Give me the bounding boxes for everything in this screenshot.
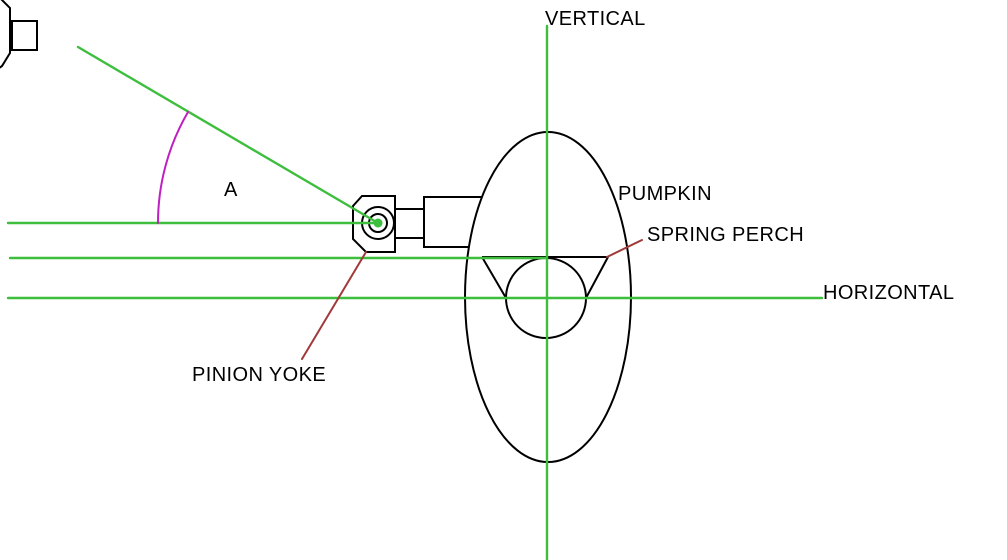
spring-perch-leader-line xyxy=(606,239,643,258)
front-yoke-shape xyxy=(0,0,38,69)
front-yoke-shaft-rect xyxy=(11,20,38,51)
u-joint-center-dot xyxy=(373,218,383,228)
pinion-yoke-label: PINION YOKE xyxy=(192,364,326,386)
angle-a-label: A xyxy=(224,179,238,201)
pumpkin-label: PUMPKIN xyxy=(618,183,712,205)
reference-lines xyxy=(6,24,824,560)
spring-perch-label: SPRING PERCH xyxy=(647,224,804,246)
vertical-axis-label: VERTICAL xyxy=(545,8,646,30)
pinion-neck-lines xyxy=(395,208,424,239)
driveshaft-angle-line xyxy=(76,45,380,225)
horizontal-axis-label: HORIZONTAL xyxy=(823,282,954,304)
leader-lines xyxy=(301,239,643,360)
pinion-yoke-leader-line xyxy=(301,251,367,360)
angle-arc xyxy=(156,111,189,224)
